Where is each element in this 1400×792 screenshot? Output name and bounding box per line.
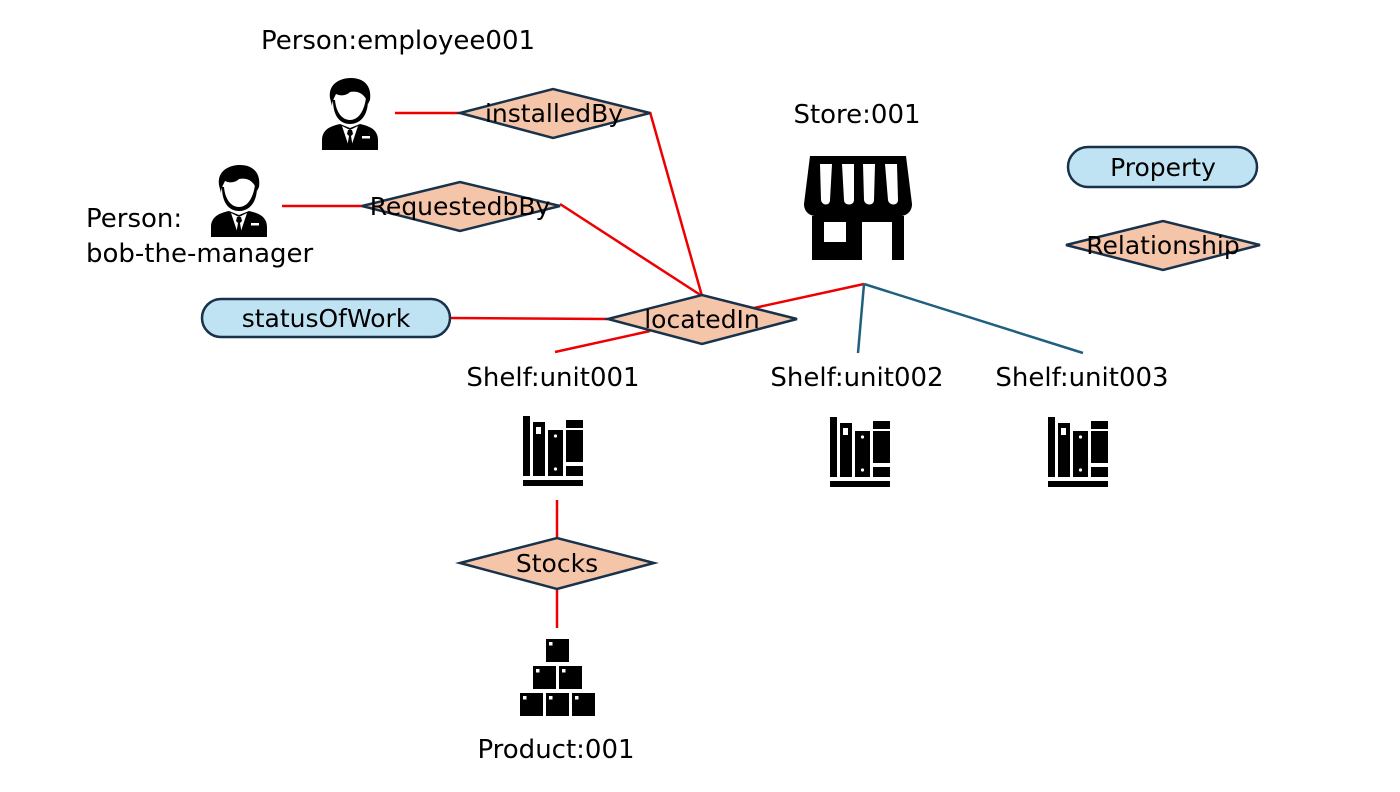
storefront-icon xyxy=(804,156,912,260)
legend-relationship: Relationship xyxy=(1065,219,1261,272)
entity-shelf-unit001[interactable]: Shelf:unit001 xyxy=(466,363,640,486)
legend-property-label: Property xyxy=(1110,153,1216,182)
relationship-locatedin[interactable]: locatedIn xyxy=(603,293,798,346)
edge-installedby-locatedin xyxy=(648,111,704,297)
entity-person-employee[interactable]: Person:employee001 xyxy=(261,26,535,150)
legend-property: Property xyxy=(1066,145,1259,189)
legend-relationship-label: Relationship xyxy=(1086,231,1239,260)
shelf-unit001-label: Shelf:unit001 xyxy=(466,363,639,393)
legend: Property Relationship xyxy=(1065,145,1261,272)
edges xyxy=(282,111,1084,628)
relationship-diamond xyxy=(455,536,659,591)
entity-shelf-unit002[interactable]: Shelf:unit002 xyxy=(770,363,944,487)
relationship-label: RequestedbBy xyxy=(370,192,551,221)
edge-locatedin-shelf1 xyxy=(554,329,651,354)
property-statusofwork[interactable]: statusOfWork xyxy=(200,297,452,339)
relationship-requestedby[interactable]: RequestedbBy xyxy=(361,180,561,233)
person-employee-label: Person:employee001 xyxy=(261,26,535,56)
edge-store-shelf2 xyxy=(856,283,866,354)
legend-relationship-diamond xyxy=(1065,219,1261,272)
edge-store-shelf3 xyxy=(863,282,1084,355)
relationship-diamond xyxy=(455,87,651,140)
entity-store[interactable]: Store:001 xyxy=(793,100,921,260)
property-pill xyxy=(200,297,452,339)
person-suit-icon xyxy=(322,78,378,150)
stacked-boxes-icon xyxy=(520,639,595,716)
bookshelf-icon xyxy=(523,416,583,486)
edge-locatedin-store xyxy=(753,282,865,310)
person-manager-label-line1: Person: xyxy=(86,204,182,234)
product-label: Product:001 xyxy=(477,735,634,765)
edge-statusofwork-locatedin xyxy=(449,316,609,321)
shelf-unit002-label: Shelf:unit002 xyxy=(770,363,943,393)
entity-shelf-unit003[interactable]: Shelf:unit003 xyxy=(995,363,1169,487)
relationship-label: Stocks xyxy=(516,549,598,578)
relationship-label: locatedIn xyxy=(644,305,760,334)
shelf-unit003-label: Shelf:unit003 xyxy=(995,363,1168,393)
edge-requestedby-locatedin xyxy=(559,202,703,298)
relationship-label: installedBy xyxy=(485,99,623,128)
relationship-diamond xyxy=(361,180,561,233)
entity-product[interactable]: Product:001 xyxy=(477,639,635,765)
store-label: Store:001 xyxy=(793,100,920,130)
relationship-installedby[interactable]: installedBy xyxy=(455,87,651,140)
bookshelf-icon xyxy=(830,417,890,487)
bookshelf-icon xyxy=(1048,417,1108,487)
legend-property-pill xyxy=(1066,145,1259,189)
property-label: statusOfWork xyxy=(242,304,411,333)
person-suit-icon xyxy=(211,165,267,237)
relationship-diamond xyxy=(603,293,798,346)
entity-person-manager[interactable]: Person: bob-the-manager xyxy=(86,165,314,269)
relationship-stocks[interactable]: Stocks xyxy=(455,536,659,591)
person-manager-label-line2: bob-the-manager xyxy=(86,239,314,269)
